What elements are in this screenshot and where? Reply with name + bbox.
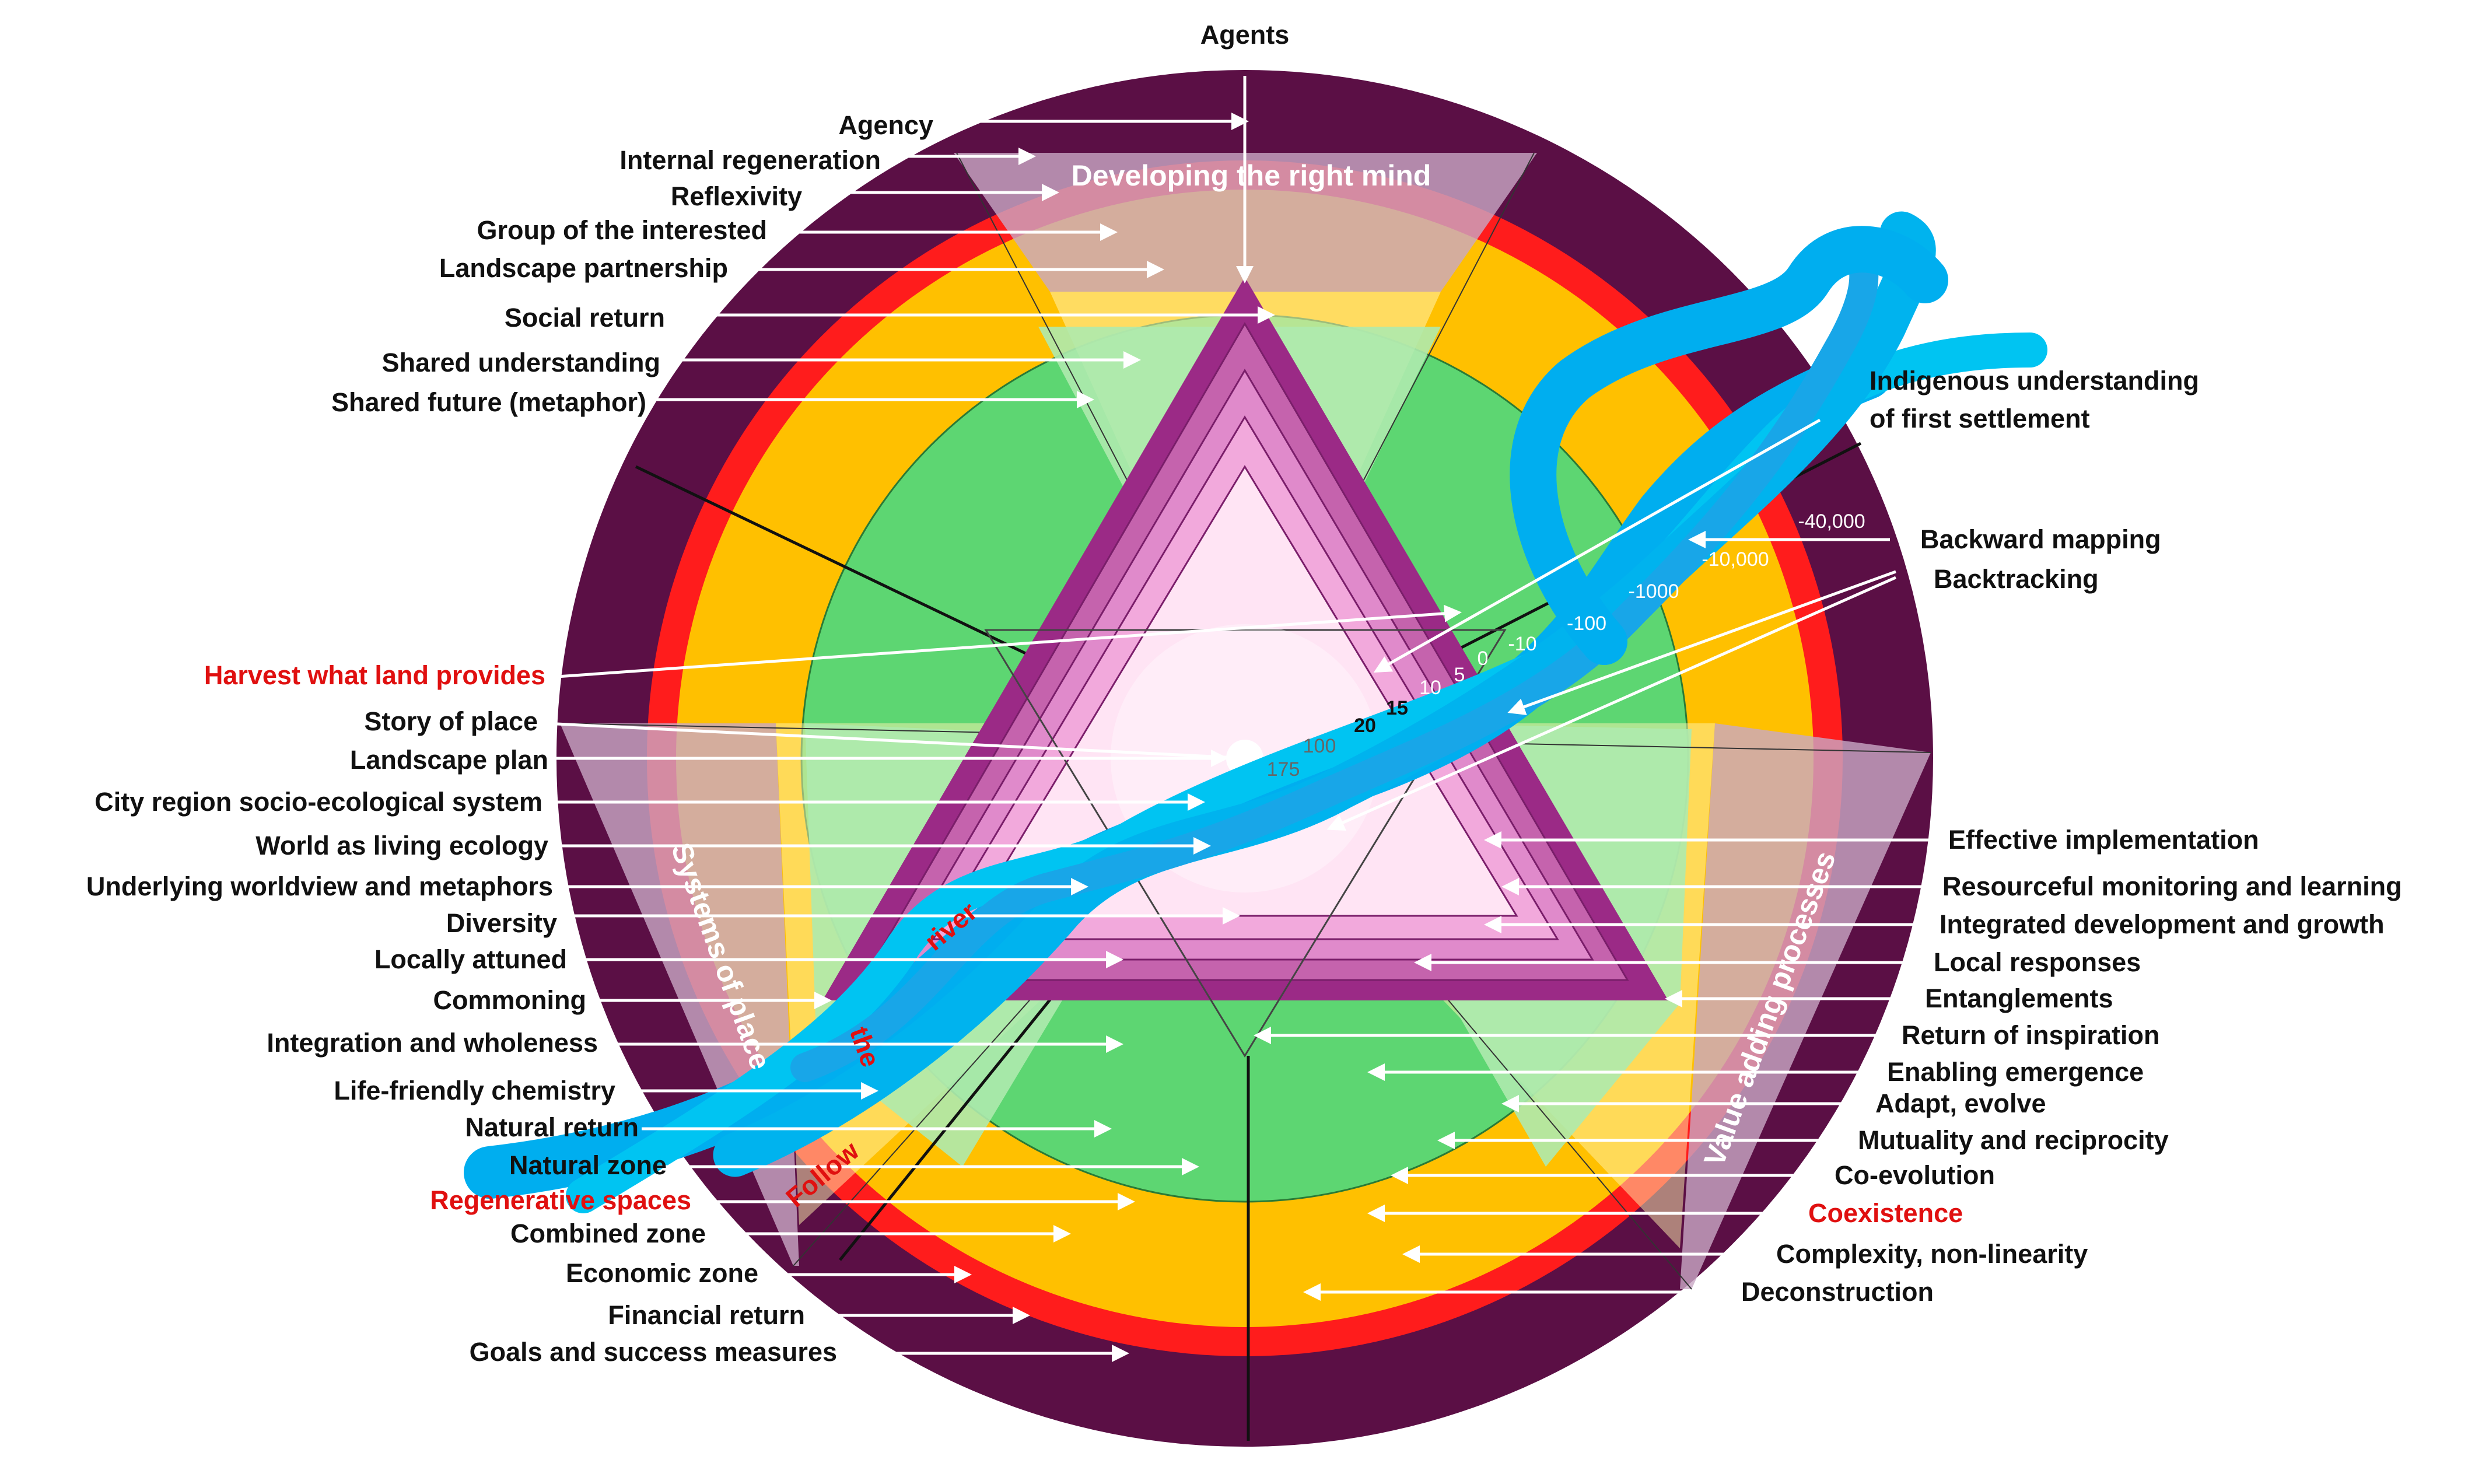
time-scale: -40,000 -10,000 -1000 -100 -10 0 5 10 15… xyxy=(1267,510,1865,780)
label-resourceful-monitoring: Resourceful monitoring and learning xyxy=(1942,872,2402,901)
label-entanglements: Entanglements xyxy=(1925,984,2113,1013)
agents-label: Agents xyxy=(1200,20,1290,50)
label-indigenous-understanding: Indigenous understanding xyxy=(1870,366,2199,396)
label-life-friendly-chemistry: Life-friendly chemistry xyxy=(334,1076,615,1105)
label-landscape-plan: Landscape plan xyxy=(350,745,548,775)
label-group-of-the-interested: Group of the interested xyxy=(477,215,767,245)
label-harvest-what-land-provides: Harvest what land provides xyxy=(204,660,545,690)
label-social-return: Social return xyxy=(505,303,665,332)
label-city-region: City region socio-ecological system xyxy=(94,787,542,817)
label-of-first-settlement: of first settlement xyxy=(1870,404,2090,433)
label-combined-zone: Combined zone xyxy=(510,1219,706,1248)
label-integrated-development: Integrated development and growth xyxy=(1940,909,2385,939)
label-complexity: Complexity, non-linearity xyxy=(1776,1239,2088,1269)
label-goals-and-success: Goals and success measures xyxy=(470,1337,837,1367)
label-backward-mapping: Backward mapping xyxy=(1920,524,2161,554)
label-agency: Agency xyxy=(838,110,933,140)
label-shared-understanding: Shared understanding xyxy=(381,348,660,377)
pointer-arrows xyxy=(545,76,1942,1362)
scale-10b: 10 xyxy=(1419,677,1441,699)
label-story-of-place: Story of place xyxy=(364,706,538,736)
label-economic-zone: Economic zone xyxy=(566,1258,758,1288)
label-mutuality-and-reciprocity: Mutuality and reciprocity xyxy=(1858,1125,2169,1155)
label-enabling-emergence: Enabling emergence xyxy=(1887,1057,2144,1087)
label-reflexivity: Reflexivity xyxy=(671,181,802,211)
label-effective-implementation: Effective implementation xyxy=(1948,825,2259,855)
label-natural-return: Natural return xyxy=(465,1112,639,1142)
label-financial-return: Financial return xyxy=(608,1300,805,1330)
label-landscape-partnership: Landscape partnership xyxy=(439,253,728,283)
scale-10: -10 xyxy=(1508,633,1536,655)
label-locally-attuned: Locally attuned xyxy=(374,944,567,974)
label-local-responses: Local responses xyxy=(1934,947,2141,977)
label-adapt-evolve: Adapt, evolve xyxy=(1875,1088,2046,1118)
scale-100: -100 xyxy=(1567,612,1606,635)
label-diversity: Diversity xyxy=(446,908,557,938)
scale-0: 0 xyxy=(1478,648,1489,670)
label-commoning: Commoning xyxy=(433,985,586,1015)
label-return-of-inspiration: Return of inspiration xyxy=(1902,1020,2160,1050)
label-underlying-worldview: Underlying worldview and metaphors xyxy=(86,872,553,901)
label-world-as-living-ecology: World as living ecology xyxy=(255,831,548,860)
scale-5: 5 xyxy=(1454,664,1465,686)
river xyxy=(464,211,2047,1213)
label-backtracking: Backtracking xyxy=(1934,564,2099,594)
scale-20: 20 xyxy=(1354,715,1376,737)
label-regenerative-spaces: Regenerative spaces xyxy=(430,1185,691,1215)
band-right-outer xyxy=(1680,723,1931,1289)
scale-40000: -40,000 xyxy=(1798,510,1865,533)
river-strand-c xyxy=(790,236,1879,1082)
label-internal-regeneration: Internal regeneration xyxy=(619,145,881,175)
label-deconstruction: Deconstruction xyxy=(1741,1277,1934,1307)
label-natural-zone: Natural zone xyxy=(509,1150,667,1180)
scale-100b: 100 xyxy=(1303,735,1336,757)
label-shared-future: Shared future (metaphor) xyxy=(331,387,646,417)
scale-10000: -10,000 xyxy=(1702,548,1769,570)
label-integration-and-wholeness: Integration and wholeness xyxy=(267,1028,598,1058)
scale-15: 15 xyxy=(1386,697,1408,719)
right-labels: Indigenous understanding of first settle… xyxy=(1741,366,2402,1307)
left-labels: Agency Internal regeneration Reflexivity… xyxy=(86,110,933,1367)
label-coexistence: Coexistence xyxy=(1808,1198,1963,1228)
band-title-top: Developing the right mind xyxy=(1072,159,1431,192)
river-loop-top xyxy=(1510,226,1948,665)
label-co-evolution: Co-evolution xyxy=(1835,1160,1995,1190)
scale-175: 175 xyxy=(1267,758,1300,780)
scale-1000: -1000 xyxy=(1629,580,1679,603)
